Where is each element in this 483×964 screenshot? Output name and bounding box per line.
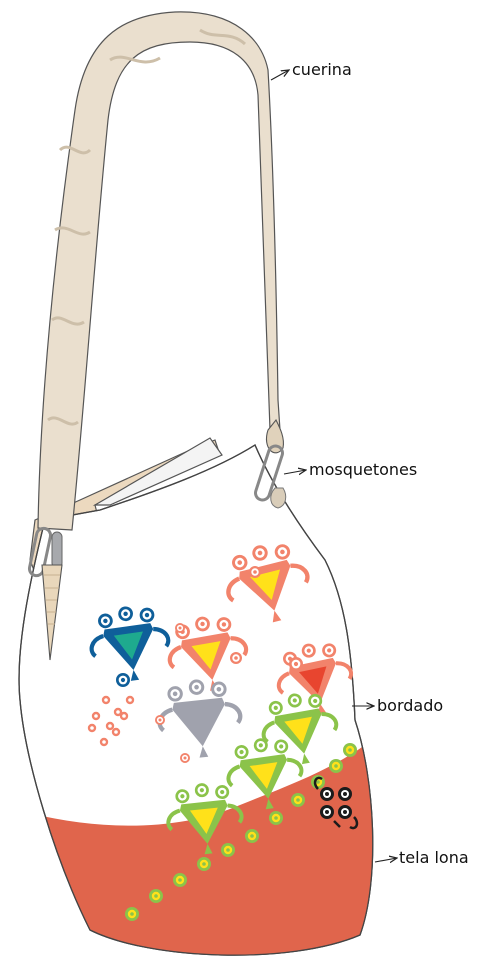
label-clips-text: mosquetones bbox=[309, 460, 417, 479]
label-strap-text: cuerina bbox=[292, 60, 352, 79]
label-mosquetones: mosquetones bbox=[284, 460, 417, 479]
label-cuerina: cuerina bbox=[271, 60, 352, 80]
arrow-right-icon bbox=[271, 70, 289, 80]
label-embroidery-text: bordado bbox=[377, 696, 443, 715]
label-bordado: bordado bbox=[352, 696, 443, 715]
arrow-right-icon bbox=[284, 470, 306, 474]
arrow-right-icon bbox=[375, 858, 397, 862]
label-fabric-text: tela lona bbox=[399, 848, 469, 867]
label-tela-lona: tela lona bbox=[375, 848, 469, 867]
